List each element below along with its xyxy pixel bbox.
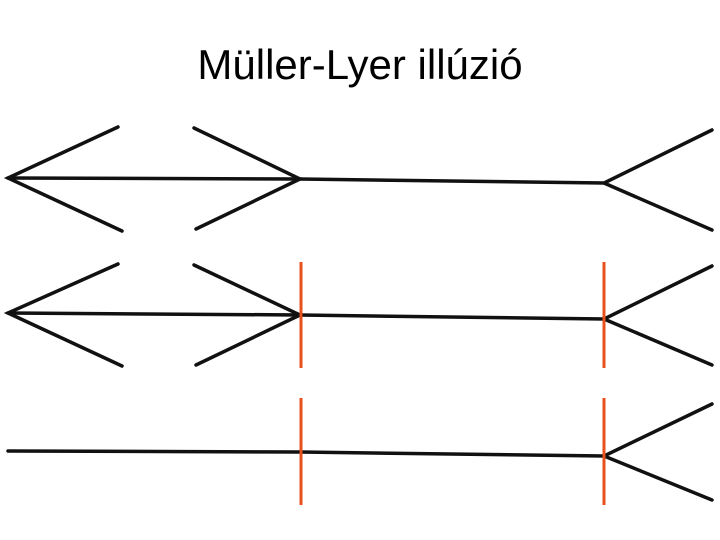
row-2-left-arrowhead bbox=[3, 262, 124, 368]
row-3-lines bbox=[6, 402, 714, 502]
row-2-arrows bbox=[3, 262, 714, 368]
row-2-left-shaft bbox=[6, 311, 302, 317]
row-1-arrows bbox=[3, 125, 714, 233]
row-3-right-fins bbox=[599, 402, 714, 502]
row-1-left-arrowhead bbox=[3, 125, 124, 233]
row-1-left-shaft bbox=[6, 176, 302, 181]
row-3-right-shaft bbox=[298, 450, 606, 458]
row-2-right-shaft bbox=[298, 313, 606, 321]
row-2-right-fins bbox=[599, 264, 714, 367]
slide-title: Müller-Lyer illúzió bbox=[197, 41, 523, 88]
comparison-markers bbox=[299, 262, 606, 505]
row-3-left-shaft bbox=[6, 449, 302, 454]
row-1-right-shaft bbox=[298, 177, 606, 185]
row-1-right-fins bbox=[599, 128, 714, 232]
